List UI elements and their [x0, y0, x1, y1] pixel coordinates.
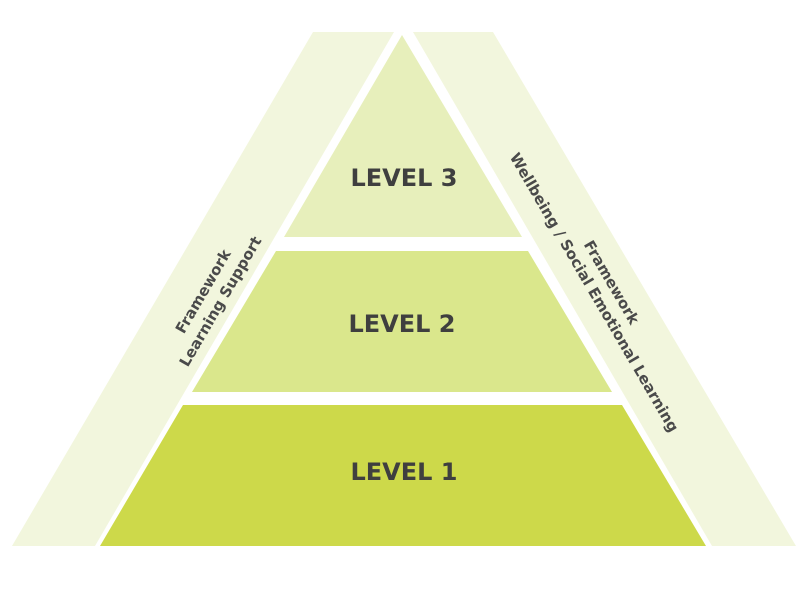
level-1-label: LEVEL 1 — [350, 458, 457, 486]
level-2-block — [192, 251, 612, 392]
level-1-block — [100, 405, 706, 546]
level-2-label: LEVEL 2 — [348, 310, 455, 338]
right-framework-band — [413, 32, 796, 546]
level-3-label: LEVEL 3 — [350, 164, 457, 192]
left-framework-band — [12, 32, 394, 546]
level-3-block — [284, 35, 522, 237]
